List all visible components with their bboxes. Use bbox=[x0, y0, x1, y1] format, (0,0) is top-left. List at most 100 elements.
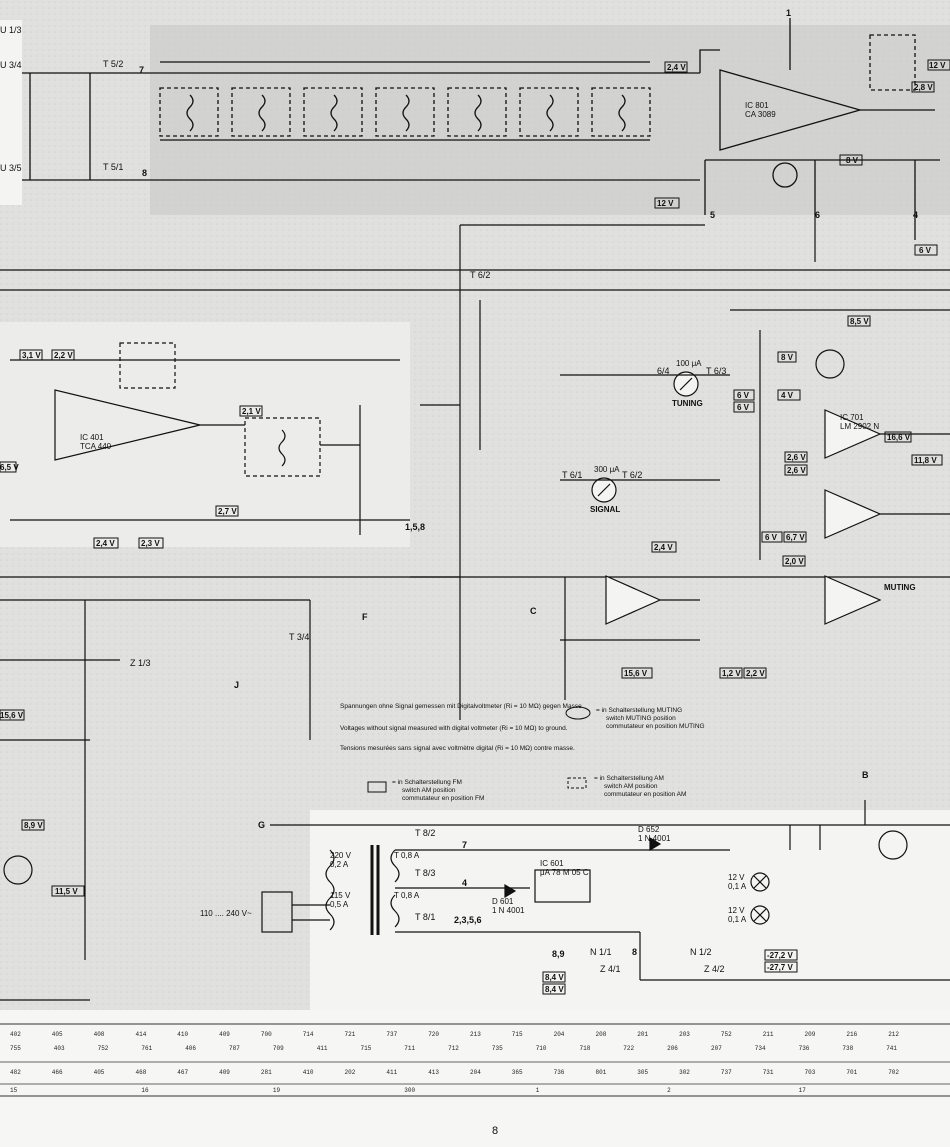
label-n12: N 1/2 bbox=[690, 947, 712, 957]
parts-table-cell: 738 bbox=[842, 1045, 853, 1052]
parts-table-cell: 411 bbox=[386, 1069, 397, 1076]
label-u34: U 3/4 bbox=[0, 60, 22, 70]
parts-table-cell: 409 bbox=[219, 1069, 230, 1076]
parts-table-cell: 734 bbox=[755, 1045, 766, 1052]
svg-text:6 V: 6 V bbox=[765, 533, 778, 542]
svg-text:8,4 V: 8,4 V bbox=[545, 973, 564, 982]
label-tuning: TUNING bbox=[672, 399, 703, 408]
label-tuning-scale: 100 μA bbox=[676, 359, 702, 368]
parts-table-cell: 702 bbox=[888, 1069, 899, 1076]
parts-table-cell: 714 bbox=[303, 1031, 314, 1038]
parts-table-cell: 752 bbox=[98, 1045, 109, 1052]
voltage-box: 8,4 V bbox=[542, 971, 566, 983]
parts-table-cell: 365 bbox=[512, 1069, 523, 1076]
legend: = in Schalterstellung FM switch AM posit… bbox=[367, 706, 705, 802]
label-z41: Z 4/1 bbox=[600, 964, 621, 974]
svg-text:2,2 V: 2,2 V bbox=[54, 351, 73, 360]
parts-table-cell: 466 bbox=[52, 1069, 63, 1076]
voltage-box: 6 V bbox=[761, 531, 783, 543]
parts-table-cell: 720 bbox=[428, 1031, 439, 1038]
voltage-box: 16,6 V bbox=[884, 431, 912, 443]
parts-table-cell: 741 bbox=[886, 1045, 897, 1052]
parts-table-cell: 203 bbox=[679, 1031, 690, 1038]
label-z13: Z 1/3 bbox=[130, 658, 151, 668]
svg-text:2,4 V: 2,4 V bbox=[667, 63, 686, 72]
parts-table-cell: 402 bbox=[10, 1031, 21, 1038]
parts-table-cell: 701 bbox=[846, 1069, 857, 1076]
svg-text:8,4 V: 8,4 V bbox=[545, 985, 564, 994]
measurement-notes: Spannungen ohne Signal gemessen mit Digi… bbox=[340, 703, 584, 752]
parts-table-cell: 405 bbox=[52, 1031, 63, 1038]
parts-table-cell: 403 bbox=[54, 1045, 65, 1052]
svg-text:2,0 V: 2,0 V bbox=[785, 557, 804, 566]
parts-table-cell: 201 bbox=[637, 1031, 648, 1038]
parts-table-cell: 712 bbox=[448, 1045, 459, 1052]
legend-am-de: = in Schalterstellung AM bbox=[594, 775, 664, 782]
voltage-box: 3,1 V bbox=[19, 349, 43, 361]
label-g: G bbox=[258, 820, 265, 830]
legend-fm-en: switch AM position bbox=[402, 787, 456, 794]
voltage-box: 2,3 V bbox=[138, 537, 164, 549]
label-n11: N 1/1 bbox=[590, 947, 612, 957]
parts-table-cell: 204 bbox=[470, 1069, 481, 1076]
svg-text:6 V: 6 V bbox=[919, 246, 932, 255]
parts-table-cell: 16 bbox=[141, 1087, 149, 1094]
label-pin89b: 8 bbox=[632, 947, 637, 957]
label-pin6: 6 bbox=[815, 210, 820, 220]
parts-table-cell: 409 bbox=[219, 1031, 230, 1038]
am-if-section bbox=[10, 342, 410, 535]
label-pin5: 5 bbox=[710, 210, 715, 220]
parts-table-cell: 281 bbox=[261, 1069, 272, 1076]
svg-text:15,6 V: 15,6 V bbox=[0, 711, 24, 720]
voltage-box: 2,2 V bbox=[51, 349, 75, 361]
parts-table-cell: 1 bbox=[536, 1087, 540, 1094]
meter-section bbox=[560, 330, 950, 641]
label-pin4: 4 bbox=[913, 210, 918, 220]
label-pin89: 8,9 bbox=[552, 949, 565, 959]
svg-text:-27,2 V: -27,2 V bbox=[767, 951, 793, 960]
svg-text:11,8 V: 11,8 V bbox=[914, 456, 937, 465]
voltage-box: 11,8 V bbox=[911, 454, 943, 466]
parts-table-cell: 216 bbox=[846, 1031, 857, 1038]
parts-table-cell: 731 bbox=[763, 1069, 774, 1076]
label-t81: T 8/1 bbox=[415, 912, 435, 922]
label-t52: T 5/2 bbox=[103, 59, 123, 69]
legend-mute-fr: commutateur en position MUTING bbox=[606, 723, 705, 730]
label-fuse1: T 0,8 A bbox=[394, 851, 420, 860]
svg-text:15,6 V: 15,6 V bbox=[624, 669, 648, 678]
svg-text:2,6 V: 2,6 V bbox=[787, 466, 806, 475]
parts-table-cell: 801 bbox=[596, 1069, 607, 1076]
voltage-box: 2,8 V bbox=[911, 81, 935, 93]
parts-table-cell: 408 bbox=[94, 1031, 105, 1038]
parts-table-cell: 207 bbox=[711, 1045, 722, 1052]
parts-table-cell: 202 bbox=[345, 1069, 356, 1076]
label-t34: T 3/4 bbox=[289, 632, 309, 642]
note-fr: Tensions mesurées sans signal avec voltm… bbox=[340, 745, 575, 752]
legend-fm-de: = in Schalterstellung FM bbox=[392, 779, 462, 786]
voltage-box: 15,6 V bbox=[621, 667, 653, 679]
parts-table-cell: 752 bbox=[721, 1031, 732, 1038]
label-fuse2: T 0,8 A bbox=[394, 891, 420, 900]
parts-table-cell: 715 bbox=[361, 1045, 372, 1052]
voltage-box: 12 V bbox=[927, 59, 950, 71]
parts-table-cell: 709 bbox=[273, 1045, 284, 1052]
interconnect-wiring bbox=[0, 215, 950, 720]
page-number: 8 bbox=[492, 1125, 498, 1137]
parts-table-cell: 410 bbox=[303, 1069, 314, 1076]
svg-text:8 V: 8 V bbox=[781, 353, 794, 362]
svg-text:8 V: 8 V bbox=[846, 156, 859, 165]
voltage-box: 6 V bbox=[733, 401, 755, 413]
parts-table-cell: 17 bbox=[799, 1087, 807, 1094]
parts-table-cell: 735 bbox=[492, 1045, 503, 1052]
svg-text:-27,7 V: -27,7 V bbox=[767, 963, 793, 972]
parts-table-cell: 300 bbox=[404, 1087, 415, 1094]
voltage-markers: 2,4 V 2,8 V 8 V 12 V 6 V 3,1 V 2,2 V 2,1… bbox=[0, 59, 950, 995]
svg-text:8,5 V: 8,5 V bbox=[850, 317, 869, 326]
svg-text:6,7 V: 6,7 V bbox=[786, 533, 805, 542]
parts-table-cell: 737 bbox=[386, 1031, 397, 1038]
